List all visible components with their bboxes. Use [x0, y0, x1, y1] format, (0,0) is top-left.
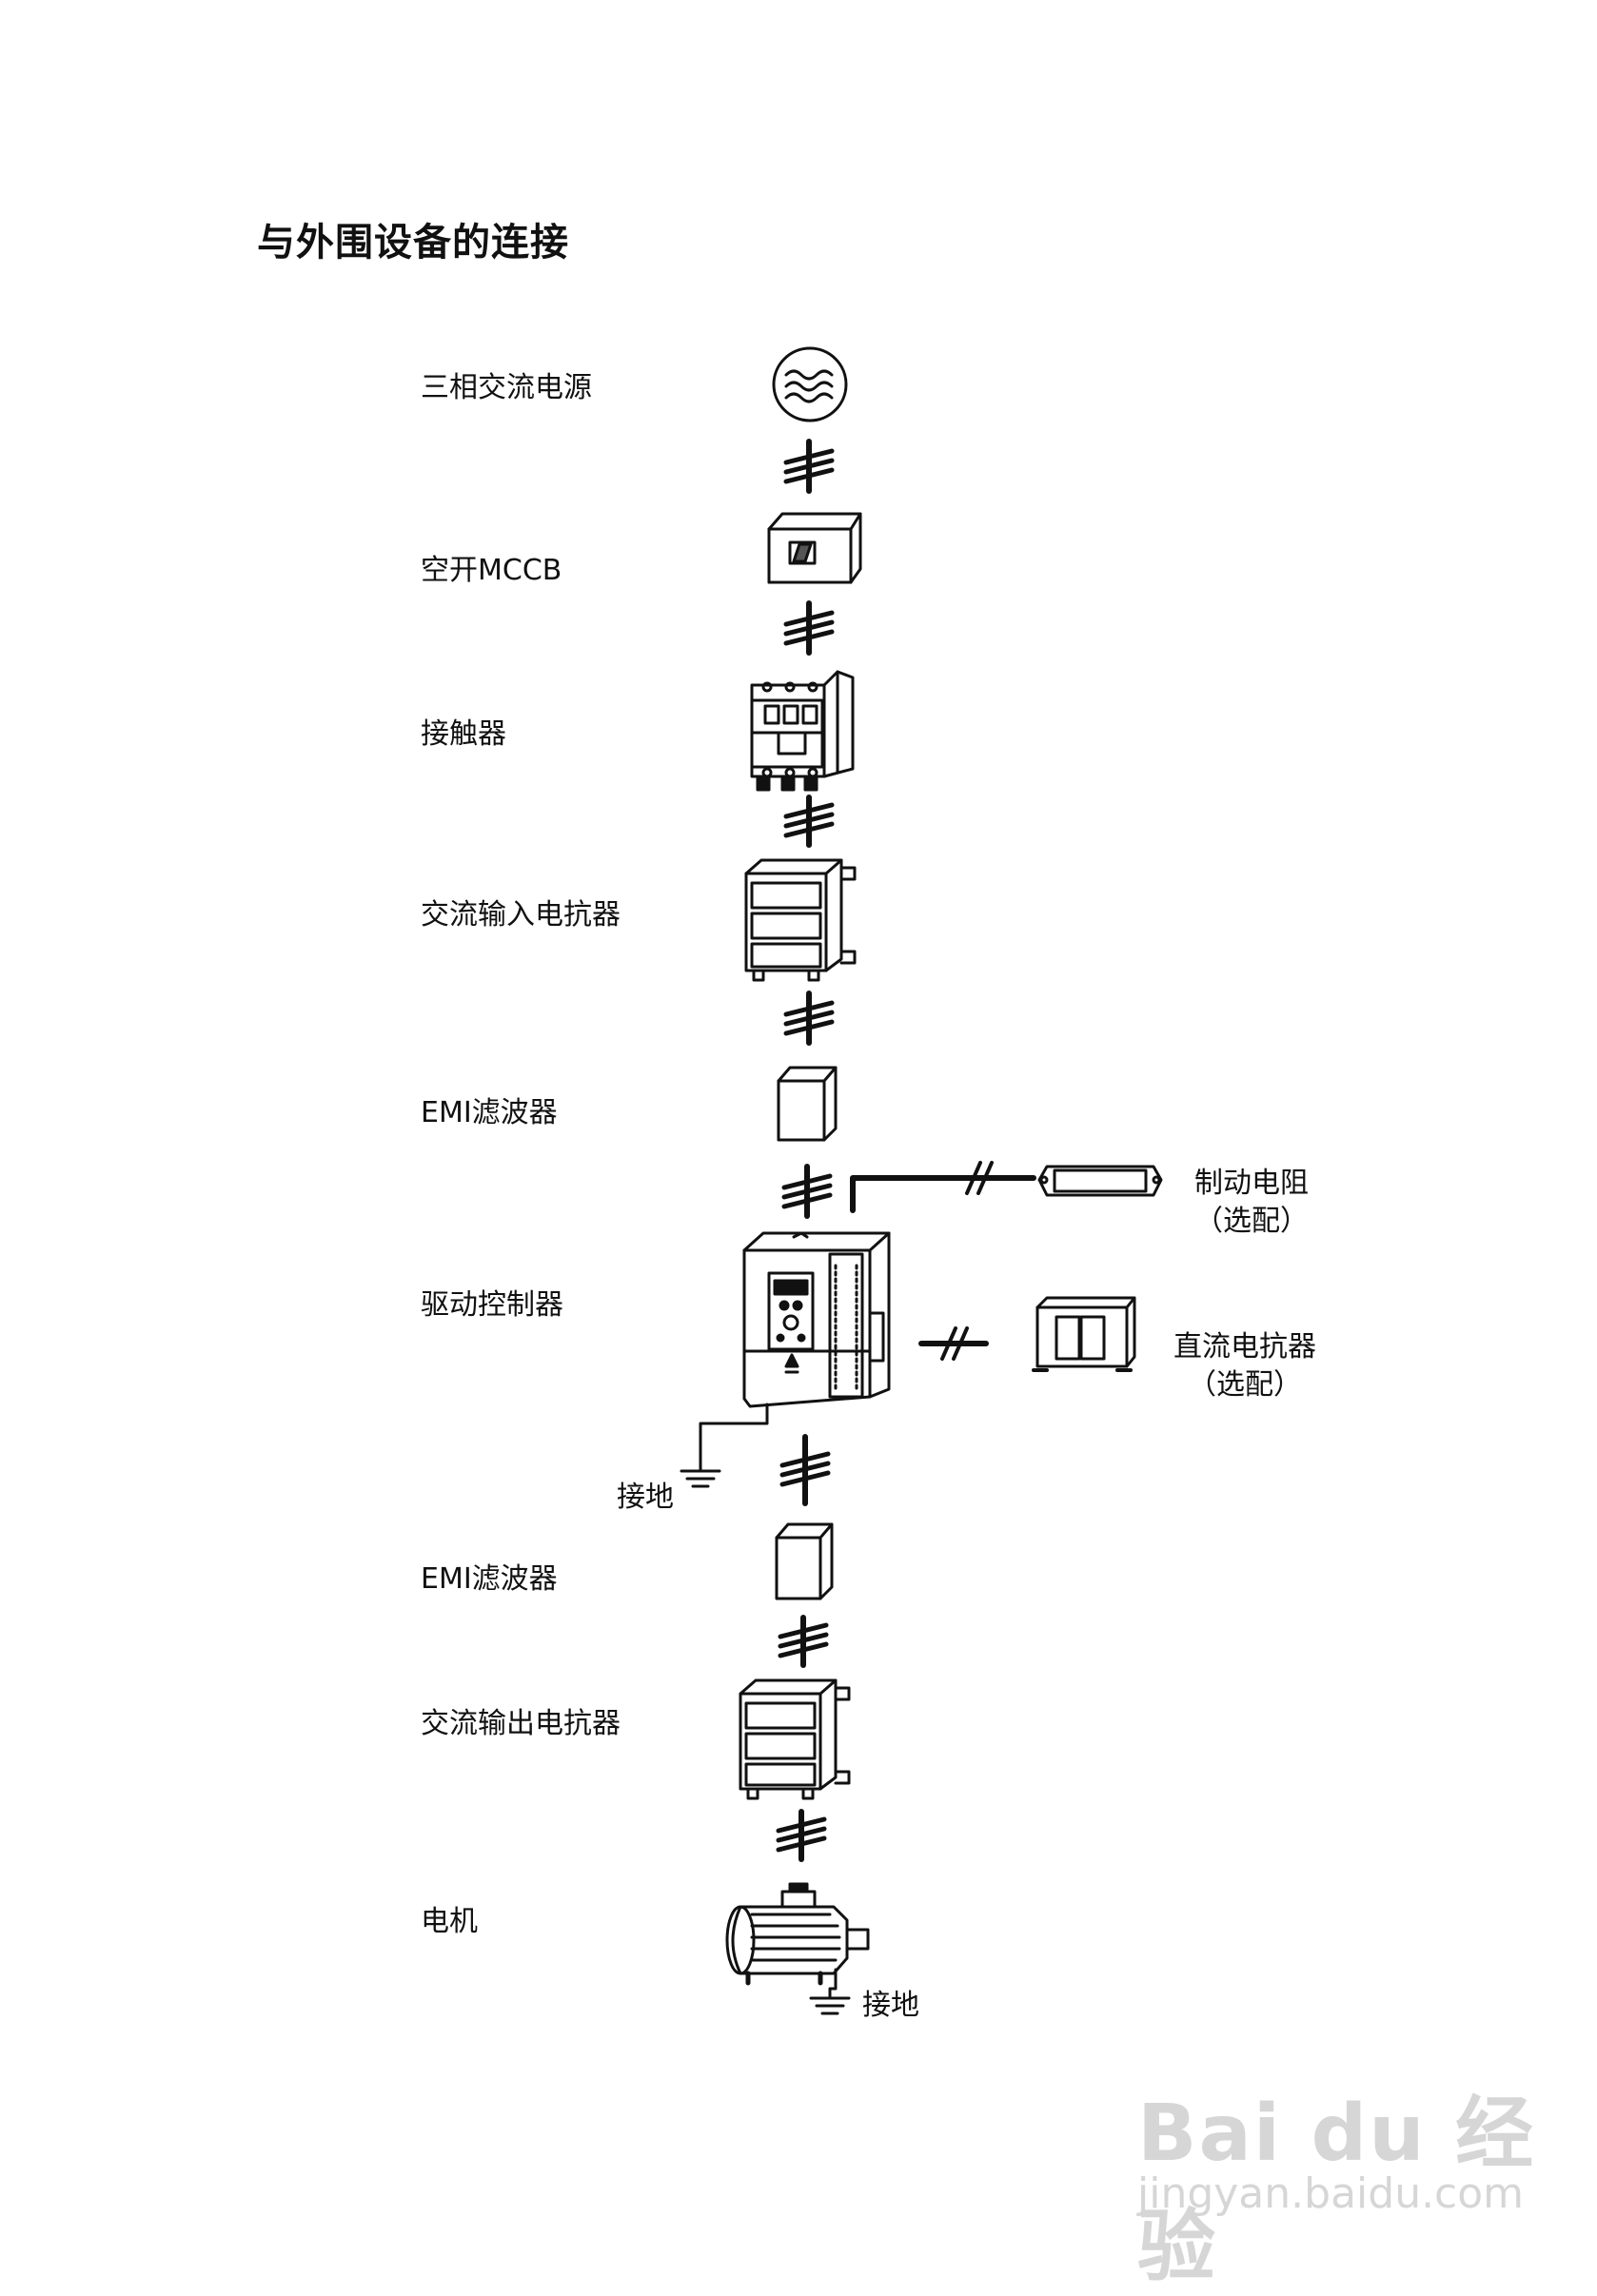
three-phase-wire-6 [779, 1434, 831, 1506]
label-drive: 驱动控制器 [421, 1288, 563, 1322]
brake-resistor-icon [1037, 1165, 1163, 1197]
output-reactor-icon [739, 1678, 851, 1800]
motor-icon [725, 1882, 870, 1986]
emi-filter-in-icon [777, 1066, 838, 1142]
label-dc-reactor: 直流电抗器 （选配） [1159, 1328, 1331, 1404]
brake-resistor-note: （选配） [1194, 1205, 1309, 1238]
label-input-reactor: 交流输入电抗器 [421, 898, 621, 932]
label-motor: 电机 [421, 1905, 478, 1938]
three-phase-wire-5 [781, 1164, 833, 1219]
three-phase-wire-1 [783, 439, 835, 494]
label-brake-resistor: 制动电阻 （选配） [1180, 1165, 1323, 1241]
three-phase-wire-7 [778, 1615, 829, 1668]
dc-reactor-icon [1032, 1296, 1136, 1372]
input-reactor-icon [744, 858, 857, 982]
label-ground-drive: 接地 [617, 1481, 674, 1514]
three-phase-wire-4 [783, 991, 835, 1046]
watermark-url: jingyan.baidu.com [1137, 2169, 1525, 2218]
label-emi-out: EMI滤波器 [421, 1562, 558, 1596]
ac-power-source-icon [772, 346, 848, 422]
page-title: 与外围设备的连接 [257, 221, 569, 265]
drive-controller-icon [742, 1231, 891, 1408]
label-emi-in: EMI滤波器 [421, 1096, 558, 1129]
label-power: 三相交流电源 [421, 371, 592, 404]
label-ground-motor: 接地 [862, 1989, 919, 2022]
label-mccb: 空开MCCB [421, 554, 562, 587]
three-phase-wire-3 [783, 795, 835, 848]
contactor-icon [750, 670, 855, 792]
dc-reactor-wire [918, 1326, 989, 1361]
drive-ground-symbol [680, 1403, 769, 1488]
brake-resistor-wire [850, 1161, 1036, 1213]
dc-reactor-name: 直流电抗器 [1173, 1330, 1316, 1364]
brake-resistor-name: 制动电阻 [1194, 1167, 1309, 1200]
mccb-breaker-icon [767, 512, 862, 584]
motor-ground-symbol [809, 1968, 851, 2015]
dc-reactor-note: （选配） [1188, 1368, 1302, 1402]
three-phase-wire-2 [783, 600, 835, 656]
three-phase-wire-8 [776, 1809, 827, 1862]
label-output-reactor: 交流输出电抗器 [421, 1707, 621, 1740]
emi-filter-out-icon [775, 1522, 834, 1600]
label-contactor: 接触器 [421, 717, 506, 751]
